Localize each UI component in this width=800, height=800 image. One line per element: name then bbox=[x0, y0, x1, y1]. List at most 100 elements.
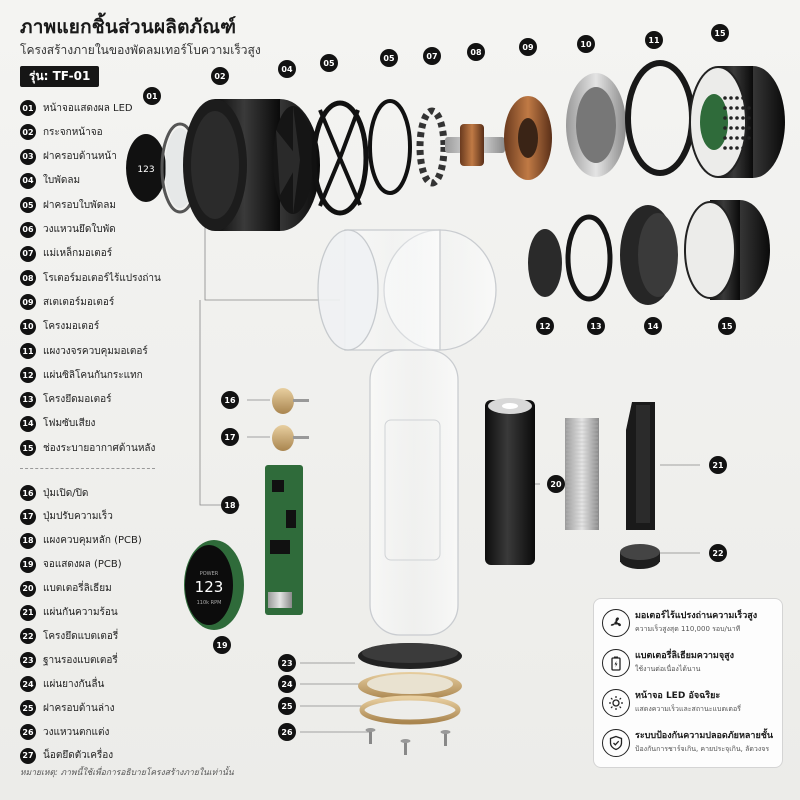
diagram-marker-label: 05 bbox=[323, 59, 335, 68]
features-panel: มอเตอร์ไร้แปรงถ่านความเร็วสูงความเร็วสูง… bbox=[593, 598, 783, 768]
led-display-part: 123 bbox=[126, 134, 166, 202]
part-number-badge: 03 bbox=[20, 148, 36, 165]
rubber-pad-part bbox=[358, 643, 462, 669]
part-number-badge: 12 bbox=[20, 367, 36, 384]
diagram-marker: 19 bbox=[213, 636, 231, 654]
fan-icon bbox=[602, 609, 630, 637]
part-number-badge: 07 bbox=[20, 245, 36, 262]
part-list-item: 15 ช่องระบายอากาศด้านหลัง bbox=[20, 440, 156, 457]
diagram-marker-label: 10 bbox=[580, 40, 592, 49]
diagram-marker: 21 bbox=[709, 456, 727, 474]
part-label: แผ่นกันความร้อน bbox=[43, 607, 118, 618]
diagram-marker-label: 14 bbox=[647, 322, 659, 331]
part-label: แผ่นยางกันลื่น bbox=[43, 678, 105, 690]
part-number-badge: 13 bbox=[20, 391, 36, 408]
diagram-marker: 18 bbox=[221, 496, 239, 514]
power-button-part bbox=[272, 388, 309, 414]
diagram-marker: 07 bbox=[423, 47, 441, 65]
part-list-item: 27 น็อตยึดตัวเครื่อง bbox=[20, 747, 114, 764]
part-list-item: 21 แผ่นกันความร้อน bbox=[20, 604, 118, 621]
motor-bracket-part bbox=[565, 214, 613, 302]
feature-title: ระบบป้องกันความปลอดภัยหลายชั้น bbox=[635, 731, 773, 741]
part-label: ปุ่มปรับความเร็ว bbox=[43, 511, 113, 523]
diagram-marker-label: 16 bbox=[224, 396, 236, 405]
part-label: ฝาครอบด้านหน้า bbox=[43, 151, 117, 163]
diagram-marker: 23 bbox=[278, 654, 296, 672]
part-label: สเตเตอร์มอเตอร์ bbox=[43, 296, 115, 308]
part-label: ฝาครอบใบพัดลม bbox=[43, 199, 116, 211]
part-number-badge: 01 bbox=[20, 100, 36, 116]
diagram-marker-label: 07 bbox=[426, 52, 437, 61]
part-number-badge: 15 bbox=[20, 440, 36, 457]
diagram-marker: 12 bbox=[536, 317, 554, 335]
part-number-badge: 27 bbox=[20, 747, 36, 764]
part-number-badge: 21 bbox=[20, 604, 36, 621]
diagram-marker-label: 22 bbox=[712, 549, 723, 558]
diagram-marker: 10 bbox=[577, 35, 595, 53]
motor-frame-part bbox=[566, 73, 626, 177]
diagram-marker-label: 01 bbox=[146, 92, 158, 101]
part-label: ฝาครอบด้านล่าง bbox=[43, 702, 115, 714]
feature-item: มอเตอร์ไร้แปรงถ่านความเร็วสูงความเร็วสูง… bbox=[602, 607, 780, 643]
part-number-badge: 16 bbox=[20, 485, 36, 501]
part-number-badge: 19 bbox=[20, 556, 36, 573]
diagram-marker: 22 bbox=[709, 544, 727, 562]
part-number-badge: 14 bbox=[20, 415, 36, 432]
diagram-marker-label: 24 bbox=[281, 680, 293, 689]
diagram-marker: 15 bbox=[711, 24, 729, 42]
part-label: กระจกหน้าจอ bbox=[43, 126, 103, 138]
diagram-marker-label: 12 bbox=[539, 322, 550, 331]
diagram-marker-label: 21 bbox=[712, 461, 724, 470]
part-label: ใบพัดลม bbox=[43, 175, 81, 187]
part-number-badge: 10 bbox=[20, 318, 36, 335]
part-label: แม่เหล็กมอเตอร์ bbox=[43, 248, 113, 260]
part-label: หน้าจอแสดงผล LED bbox=[43, 102, 133, 114]
feature-desc: แสดงความเร็วและสถานะแบตเตอรี่ bbox=[635, 705, 741, 713]
motor-control-board-part bbox=[625, 60, 695, 176]
diagram-marker: 01 bbox=[143, 87, 161, 105]
diagram-marker: 05 bbox=[380, 49, 398, 67]
shield-icon bbox=[602, 729, 630, 757]
sound-foam-part bbox=[620, 205, 678, 305]
part-label: ช่องระบายอากาศด้านหลัง bbox=[43, 442, 156, 454]
part-number-badge: 26 bbox=[20, 724, 36, 740]
part-label: โฟมซับเสียง bbox=[43, 418, 96, 430]
part-number-badge: 06 bbox=[20, 221, 36, 238]
display-top-label: POWER bbox=[200, 571, 219, 577]
feature-title: มอเตอร์ไร้แปรงถ่านความเร็วสูง bbox=[635, 611, 758, 621]
part-list-item: 14 โฟมซับเสียง bbox=[20, 415, 96, 432]
feature-desc: ความเร็วสูงสุด 110,000 รอบ/นาที bbox=[635, 625, 741, 633]
feature-title: แบตเตอรี่ลิเธียมความจุสูง bbox=[635, 651, 735, 661]
motor-rotor-part bbox=[445, 124, 505, 166]
diagram-marker: 26 bbox=[278, 723, 296, 741]
rear-vent-part bbox=[689, 66, 785, 178]
diagram-marker-label: 20 bbox=[550, 480, 562, 489]
diagram-marker: 17 bbox=[221, 428, 239, 446]
diagram-marker-label: 26 bbox=[281, 728, 293, 737]
diagram-marker: 15 bbox=[718, 317, 736, 335]
diagram-marker: 16 bbox=[221, 391, 239, 409]
diagram-marker: 20 bbox=[547, 475, 565, 493]
main-pcb-part bbox=[265, 465, 303, 615]
diagram-marker-label: 19 bbox=[216, 641, 228, 650]
fan-cover-part bbox=[311, 100, 369, 216]
diagram-marker-label: 15 bbox=[714, 29, 726, 38]
motor-magnet-part bbox=[416, 107, 448, 187]
display-pcb-part: POWER 123 110k RPM bbox=[184, 540, 244, 630]
diagram-marker-label: 13 bbox=[590, 322, 601, 331]
part-label: น็อตยึดตัวเครื่อง bbox=[43, 750, 114, 762]
diagram-marker: 14 bbox=[644, 317, 662, 335]
diagram-marker-label: 18 bbox=[224, 501, 236, 510]
lithium-battery-part bbox=[485, 398, 535, 565]
